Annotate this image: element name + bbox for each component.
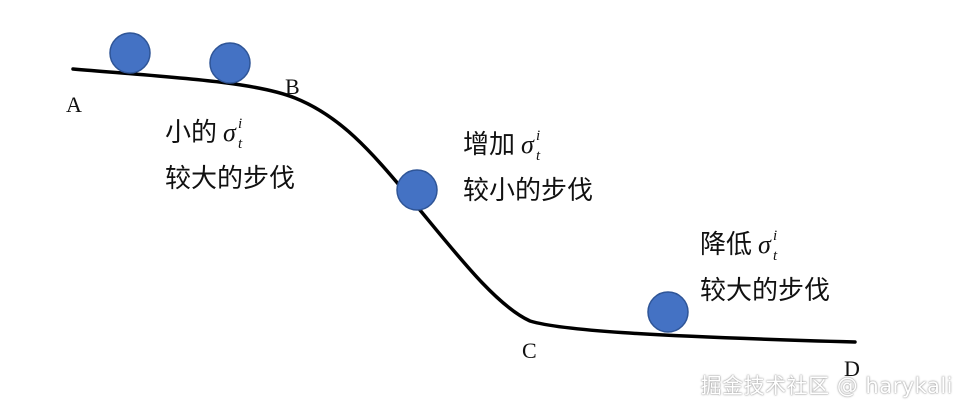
point-b-label: B xyxy=(285,74,300,99)
watermark: 掘金技术社区 @ harykali xyxy=(700,374,953,398)
ball-4 xyxy=(647,291,689,333)
annotation-right-line2: 较大的步伐 xyxy=(700,276,831,306)
point-d-label: D xyxy=(844,356,860,381)
point-a-label: A xyxy=(66,92,82,117)
annotation-middle-line2: 较小的步伐 xyxy=(463,176,594,206)
annotation-left-line2: 较大的步伐 xyxy=(165,164,296,194)
ball-3 xyxy=(396,169,438,211)
point-c-label: C xyxy=(522,338,537,363)
ball-1 xyxy=(109,32,151,74)
ball-2 xyxy=(209,42,251,84)
